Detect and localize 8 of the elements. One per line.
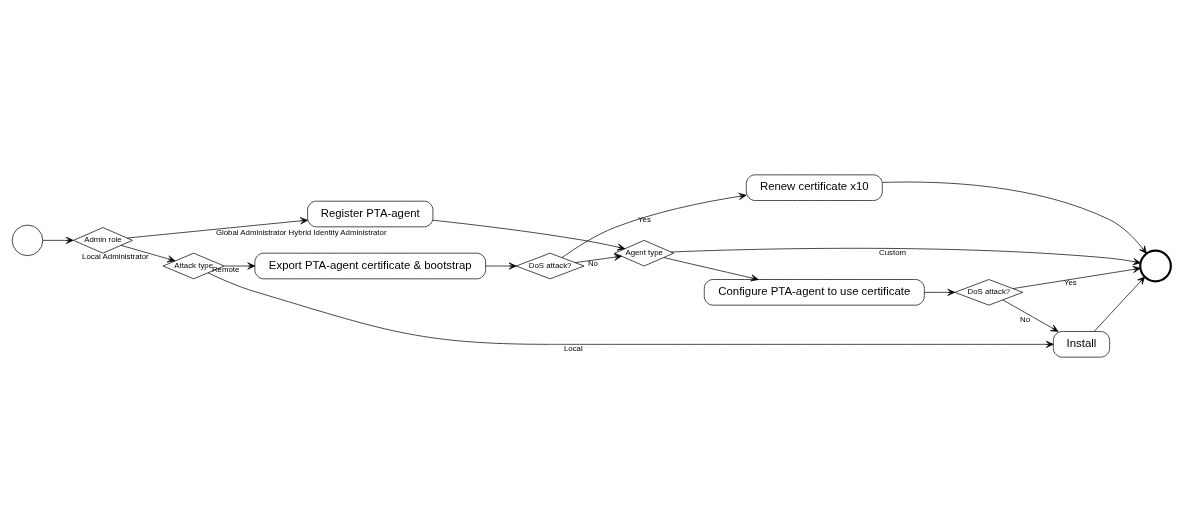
edge-label: Global Administrator Hybrid Identity Administrator [215,228,387,238]
edge-label: Local [563,343,583,353]
edge-label: Yes [638,214,651,224]
edge-label: No [587,258,598,268]
edge-label: No [1020,314,1031,324]
edge-label: Custom [879,247,907,257]
edge-label: Local Administrator [82,252,149,262]
edge-label: Yes [1063,277,1077,287]
